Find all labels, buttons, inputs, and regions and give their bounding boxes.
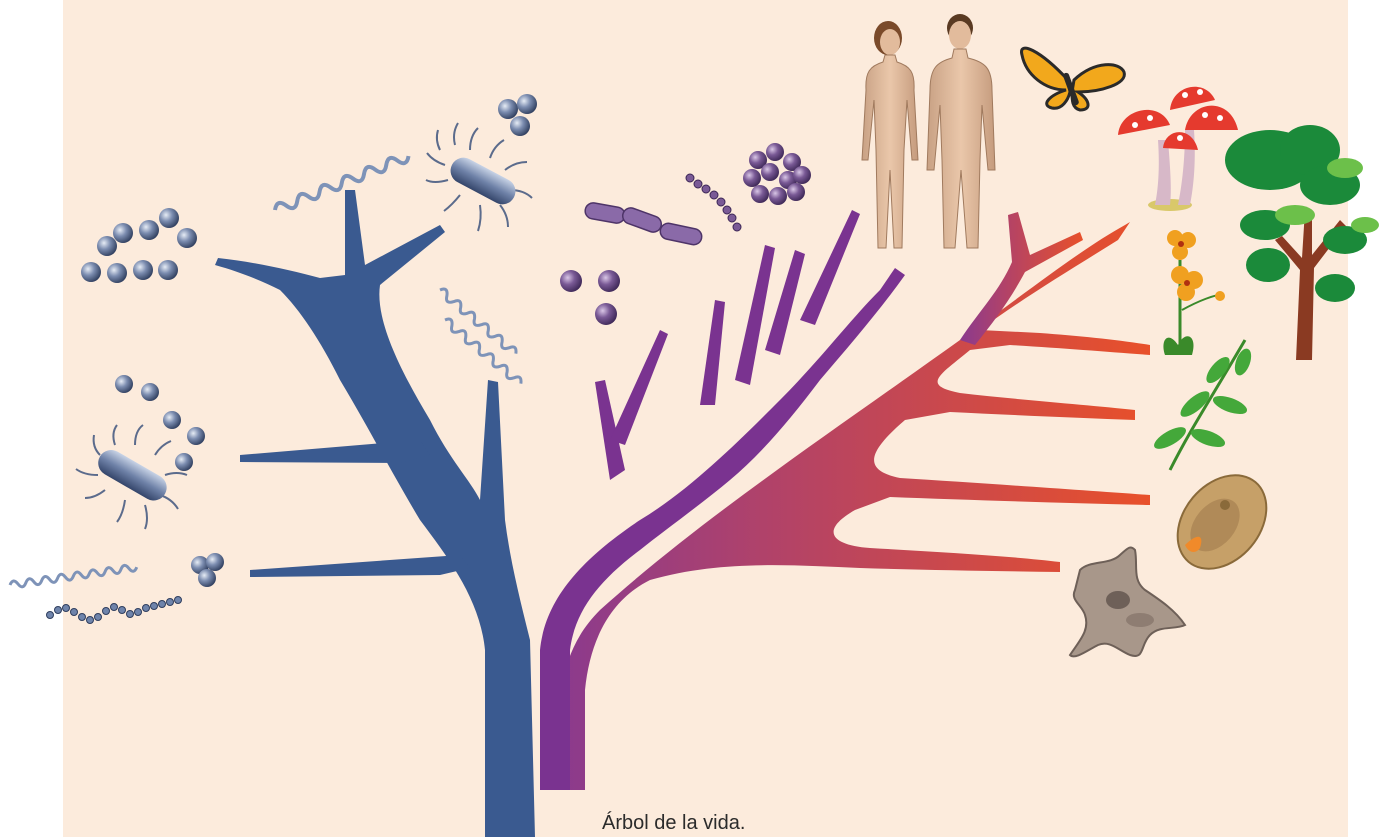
archaea-bacillus-chain-icon xyxy=(584,202,703,247)
cocci-cluster-icon xyxy=(81,208,197,283)
spirochete-icon xyxy=(437,287,523,387)
flagellated-bacillus-icon xyxy=(426,123,532,231)
paramecium-icon xyxy=(1159,458,1284,587)
cocci-cluster-icon xyxy=(115,375,205,471)
tree-icon xyxy=(1225,125,1379,360)
butterfly-icon xyxy=(1022,48,1125,110)
human-male-icon xyxy=(927,14,995,248)
amoeba-icon xyxy=(1070,548,1185,657)
fern-leaf-icon xyxy=(1151,340,1254,470)
bacteria-branch xyxy=(215,190,535,837)
streptococcus-icon xyxy=(47,597,182,624)
spirochete-icon xyxy=(273,151,410,214)
flagellated-bacillus-icon xyxy=(76,425,187,529)
flower-icon xyxy=(1163,230,1225,355)
streptococcus-icon xyxy=(686,174,741,231)
diplococcus-icon xyxy=(191,553,224,587)
eukarya-branch xyxy=(555,212,1150,790)
spirochete-icon xyxy=(10,564,138,589)
mushrooms-icon xyxy=(1118,87,1238,211)
figure-caption: Árbol de la vida. xyxy=(602,812,745,835)
archaea-cocci-icon xyxy=(560,270,620,325)
diplococcus-icon xyxy=(498,94,537,136)
archaea-sarcina-icon xyxy=(743,143,811,205)
human-female-icon xyxy=(862,21,918,248)
